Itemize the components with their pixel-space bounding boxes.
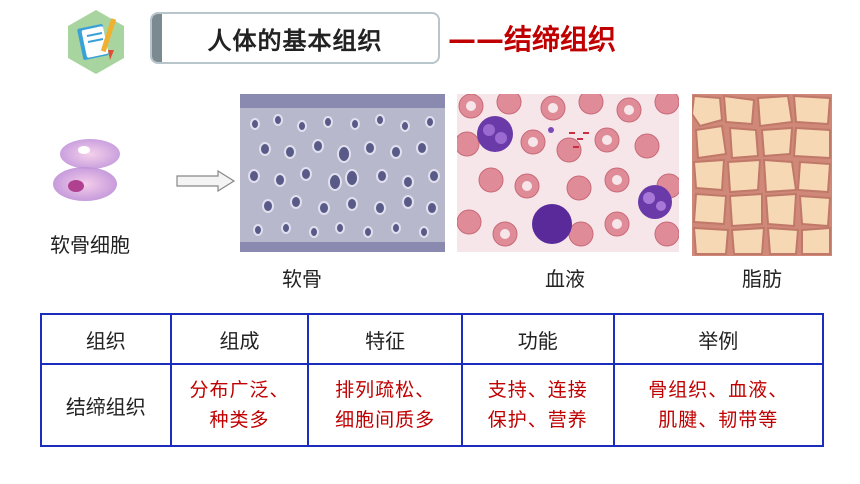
table-row: 结缔组织 分布广泛、 种类多 排列疏松、 细胞间质多 支持、连接 保护、营养 骨… xyxy=(40,363,825,447)
header-example: 举例 xyxy=(612,313,825,365)
cell-tissue-name: 结缔组织 xyxy=(40,363,172,447)
examples-line-1: 骨组织、血液、 xyxy=(648,379,789,401)
cell-function: 支持、连接 保护、营养 xyxy=(460,363,615,447)
feature-line-2: 细胞间质多 xyxy=(335,409,436,431)
photo-label-blood: 血液 xyxy=(545,267,585,291)
function-line-2: 保护、营养 xyxy=(487,409,588,431)
right-arrow-icon xyxy=(176,169,236,193)
title-box: 人体的基本组织 xyxy=(150,12,440,64)
cell-label: 软骨细胞 xyxy=(50,233,130,257)
composition-line-1: 分布广泛、 xyxy=(189,379,290,401)
tissue-table: 组织 组成 特征 功能 举例 结缔组织 分布广泛、 种类多 排列疏松、 细胞间质… xyxy=(40,313,825,447)
adipose-photo xyxy=(692,94,832,256)
cartilage-cell-illustration xyxy=(40,130,130,210)
cell-examples: 骨组织、血液、 肌腱、韧带等 xyxy=(612,363,825,447)
cartilage-photo xyxy=(240,94,445,252)
photo-label-cartilage: 软骨 xyxy=(282,267,322,291)
header-tissue: 组织 xyxy=(40,313,172,365)
table-header-row: 组织 组成 特征 功能 举例 xyxy=(40,313,825,365)
feature-line-1: 排列疏松、 xyxy=(335,379,436,401)
function-line-1: 支持、连接 xyxy=(487,379,588,401)
blood-photo xyxy=(457,94,679,252)
header-feature: 特征 xyxy=(307,313,463,365)
page-title: 人体的基本组织 xyxy=(207,26,383,55)
composition-line-2: 种类多 xyxy=(209,409,270,431)
header-function: 功能 xyxy=(460,313,615,365)
cell-feature: 排列疏松、 细胞间质多 xyxy=(307,363,463,447)
header-composition: 组成 xyxy=(169,313,310,365)
cell-composition: 分布广泛、 种类多 xyxy=(169,363,310,447)
photo-label-fat: 脂肪 xyxy=(742,267,782,291)
page-subtitle: ——结缔组织 xyxy=(448,23,617,56)
examples-line-2: 肌腱、韧带等 xyxy=(658,409,779,431)
notebook-logo-icon xyxy=(62,8,130,76)
